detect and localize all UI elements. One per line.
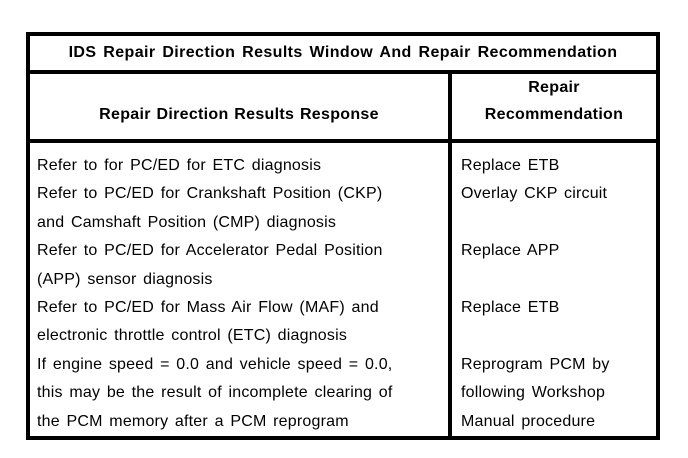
table-body-row: Refer to for PC/ED for ETC diagnosis Ref… <box>30 143 656 436</box>
response-line: Refer to PC/ED for Mass Air Flow (MAF) a… <box>37 299 379 317</box>
repair-recommendation-table: IDS Repair Direction Results Window And … <box>26 32 660 440</box>
recommendation-cell: Replace ETB Overlay CKP circuit Replace … <box>452 143 656 436</box>
table-title: IDS Repair Direction Results Window And … <box>68 43 618 61</box>
recommendation-line: Reprogram PCM by <box>461 355 610 373</box>
response-line: Refer to for PC/ED for ETC diagnosis <box>37 157 322 175</box>
recommendation-line: Replace APP <box>461 242 560 260</box>
response-line: the PCM memory after a PCM reprogram <box>37 412 349 430</box>
recommendation-line: Replace ETB <box>461 157 560 175</box>
response-line: electronic throttle control (ETC) diagno… <box>37 327 348 345</box>
response-line: Refer to PC/ED for Crankshaft Position (… <box>37 185 383 203</box>
response-cell: Refer to for PC/ED for ETC diagnosis Ref… <box>30 143 452 436</box>
recommendation-line: following Workshop <box>461 384 606 402</box>
table-title-row: IDS Repair Direction Results Window And … <box>30 36 656 74</box>
column-header-recommendation-line2: Recommendation <box>484 106 624 124</box>
column-header-response: Repair Direction Results Response <box>30 73 452 140</box>
recommendation-line <box>461 322 656 350</box>
column-header-response-label: Repair Direction Results Response <box>99 106 379 124</box>
recommendation-line <box>461 209 656 237</box>
recommendation-line: Replace ETB <box>461 299 560 317</box>
response-line: this may be the result of incomplete cle… <box>37 384 393 402</box>
response-line: Refer to PC/ED for Accelerator Pedal Pos… <box>37 242 383 260</box>
response-line: and Camshaft Position (CMP) diagnosis <box>37 213 337 231</box>
recommendation-line: Overlay CKP circuit <box>461 185 608 203</box>
column-header-recommendation-line1: Repair <box>528 79 580 97</box>
response-line: (APP) sensor diagnosis <box>37 270 213 288</box>
response-line: If engine speed = 0.0 and vehicle speed … <box>37 355 393 373</box>
table-header-row: Repair Direction Results Response Repair… <box>30 73 656 144</box>
recommendation-line: Manual procedure <box>461 412 596 430</box>
column-header-recommendation: Repair Recommendation <box>452 74 656 139</box>
recommendation-line <box>461 266 656 294</box>
